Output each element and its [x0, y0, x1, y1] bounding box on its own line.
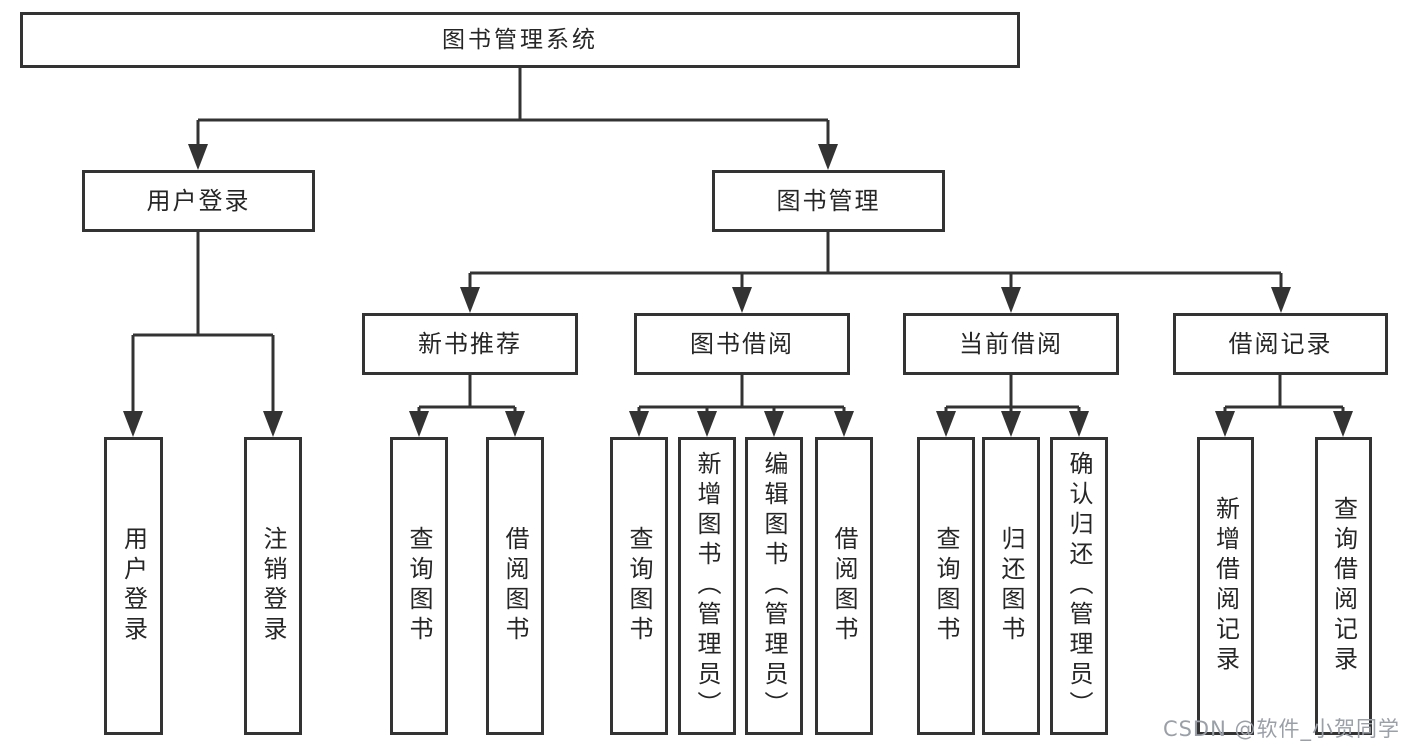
arrowhead-icon	[732, 287, 752, 313]
arrowhead-icon	[629, 411, 649, 437]
arrowhead-icon	[764, 411, 784, 437]
arrowhead-icon	[1069, 411, 1089, 437]
arrowhead-icon	[460, 287, 480, 313]
arrowhead-icon	[263, 411, 283, 437]
arrowhead-icon	[188, 144, 208, 170]
leaf-borrow-book-recommend: 借阅图书	[486, 437, 544, 735]
leaf-add-borrow-record: 新增借阅记录	[1197, 437, 1254, 735]
leaf-add-book-admin: 新增图书（管理员）	[678, 437, 736, 735]
node-user-login-branch: 用户登录	[82, 170, 315, 232]
leaf-query-book-current: 查询图书	[917, 437, 975, 735]
node-book-borrow: 图书借阅	[634, 313, 850, 375]
node-borrow-records: 借阅记录	[1173, 313, 1388, 375]
leaf-query-book-recommend: 查询图书	[390, 437, 448, 735]
arrowhead-icon	[1001, 411, 1021, 437]
arrowhead-icon	[834, 411, 854, 437]
arrowhead-icon	[1001, 287, 1021, 313]
leaf-user-login: 用户登录	[104, 437, 163, 735]
arrowhead-icon	[1333, 411, 1353, 437]
arrowhead-icon	[697, 411, 717, 437]
leaf-query-borrow-record: 查询借阅记录	[1315, 437, 1372, 735]
arrowhead-icon	[409, 411, 429, 437]
leaf-logout: 注销登录	[244, 437, 302, 735]
leaf-query-book-borrow: 查询图书	[610, 437, 668, 735]
arrowhead-icon	[123, 411, 143, 437]
leaf-return-book: 归还图书	[982, 437, 1040, 735]
arrowhead-icon	[1271, 287, 1291, 313]
node-book-management-branch: 图书管理	[712, 170, 945, 232]
arrowhead-icon	[1215, 411, 1235, 437]
node-root-library-system: 图书管理系统	[20, 12, 1020, 68]
leaf-edit-book-admin: 编辑图书（管理员）	[745, 437, 803, 735]
csdn-watermark: CSDN @软件_小贺同学	[1162, 717, 1400, 741]
arrowhead-icon	[936, 411, 956, 437]
node-new-book-recommend: 新书推荐	[362, 313, 578, 375]
arrowhead-icon	[505, 411, 525, 437]
leaf-confirm-return-admin: 确认归还（管理员）	[1050, 437, 1108, 735]
leaf-borrow-book: 借阅图书	[815, 437, 873, 735]
node-current-borrow: 当前借阅	[903, 313, 1119, 375]
arrowhead-icon	[818, 144, 838, 170]
